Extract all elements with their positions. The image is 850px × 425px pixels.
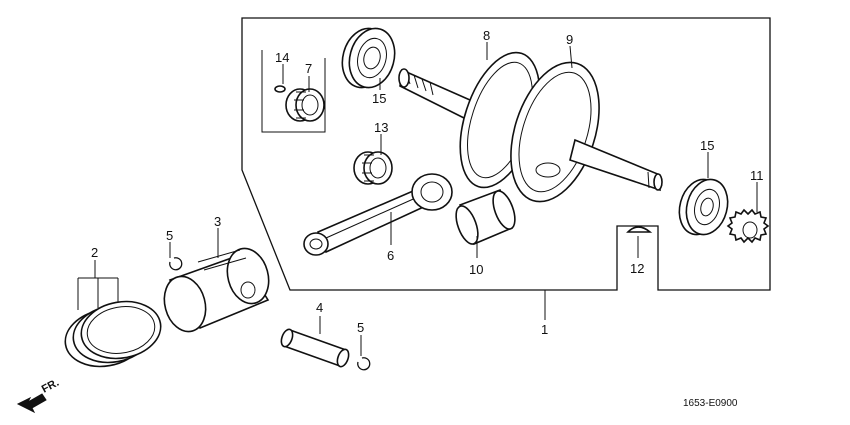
piston-pin-part (280, 328, 350, 368)
callout-13: 13 (374, 120, 388, 135)
callout-2: 2 (91, 245, 98, 260)
callout-15-top: 15 (372, 91, 386, 106)
clip-left-part (169, 257, 183, 271)
pin-14-part (274, 85, 286, 93)
assembly-frame-outline (241, 17, 771, 291)
front-direction-label: FR. (40, 377, 61, 396)
callout-11: 11 (750, 168, 764, 183)
connecting-rod-part (303, 173, 453, 256)
callout-3: 3 (214, 214, 221, 229)
needle-bearing-7-part (285, 88, 325, 122)
callout-8: 8 (483, 28, 490, 43)
bearing-right-part (678, 178, 729, 236)
callout-12: 12 (630, 261, 644, 276)
oil-seal-gear-part (726, 208, 770, 244)
callout-7: 7 (305, 61, 312, 76)
callout-10: 10 (469, 262, 483, 277)
callout-1: 1 (541, 322, 548, 337)
leader-lines (77, 42, 758, 356)
piston-part (163, 247, 270, 333)
bearing-top-part (341, 27, 396, 89)
crankshaft-part (398, 51, 663, 203)
callout-5-right: 5 (357, 320, 364, 335)
callout-6: 6 (387, 248, 394, 263)
woodruff-key-part (626, 226, 653, 233)
callout-14: 14 (275, 50, 289, 65)
clip-right-part (357, 357, 371, 371)
crank-pin-part (455, 188, 516, 246)
front-direction-arrow-icon (16, 393, 47, 414)
callout-9: 9 (566, 32, 573, 47)
diagram-code: 1653-E0900 (683, 398, 738, 409)
callout-5-left: 5 (166, 228, 173, 243)
callout-4: 4 (316, 300, 323, 315)
piston-rings-part (64, 300, 162, 368)
subframe-outline (261, 50, 326, 133)
callout-15-right: 15 (700, 138, 714, 153)
needle-bearing-13-part (353, 151, 393, 185)
